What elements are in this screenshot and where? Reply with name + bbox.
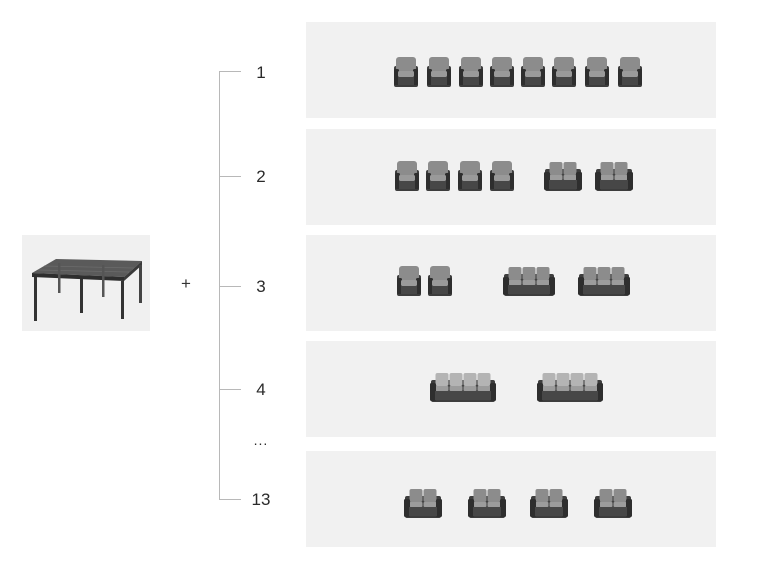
sofa-4-icon — [537, 371, 603, 408]
armchair-icon — [617, 56, 643, 93]
sofa-2-icon — [404, 487, 442, 524]
sofa-2-icon — [595, 160, 633, 197]
bracket-tick — [219, 71, 241, 72]
bracket-tick — [219, 286, 241, 287]
bracket-tick — [219, 499, 241, 500]
sofa-2-icon — [530, 487, 568, 524]
ellipsis: ... — [253, 432, 269, 448]
option-label-1: 1 — [256, 63, 266, 82]
armchair-icon — [426, 56, 452, 93]
bracket-tick — [219, 176, 241, 177]
armchair-icon — [457, 160, 483, 197]
bracket-tick — [219, 389, 241, 390]
armchair-icon — [489, 160, 515, 197]
option-label-4: 4 — [256, 380, 266, 399]
armchair-icon — [584, 56, 610, 93]
armchair-icon — [458, 56, 484, 93]
bracket-line — [219, 71, 220, 500]
table-card — [22, 235, 150, 331]
armchair-icon — [551, 56, 577, 93]
sofa-3-icon — [578, 265, 630, 302]
sofa-2-icon — [544, 160, 582, 197]
option-panel-4 — [306, 341, 716, 437]
dining-table-icon — [32, 259, 142, 321]
armchair-icon — [393, 56, 419, 93]
sofa-2-icon — [594, 487, 632, 524]
sofa-2-icon — [468, 487, 506, 524]
armchair-icon — [489, 56, 515, 93]
armchair-icon — [520, 56, 546, 93]
option-label-2: 2 — [256, 167, 266, 186]
plus-sign: + — [181, 274, 191, 293]
option-panel-13 — [306, 451, 716, 547]
option-label-3: 3 — [256, 277, 266, 296]
armchair-icon — [396, 265, 422, 302]
option-label-13: 13 — [251, 490, 271, 509]
sofa-4-icon — [430, 371, 496, 408]
sofa-3-icon — [503, 265, 555, 302]
armchair-icon — [394, 160, 420, 197]
armchair-icon — [425, 160, 451, 197]
armchair-icon — [427, 265, 453, 302]
